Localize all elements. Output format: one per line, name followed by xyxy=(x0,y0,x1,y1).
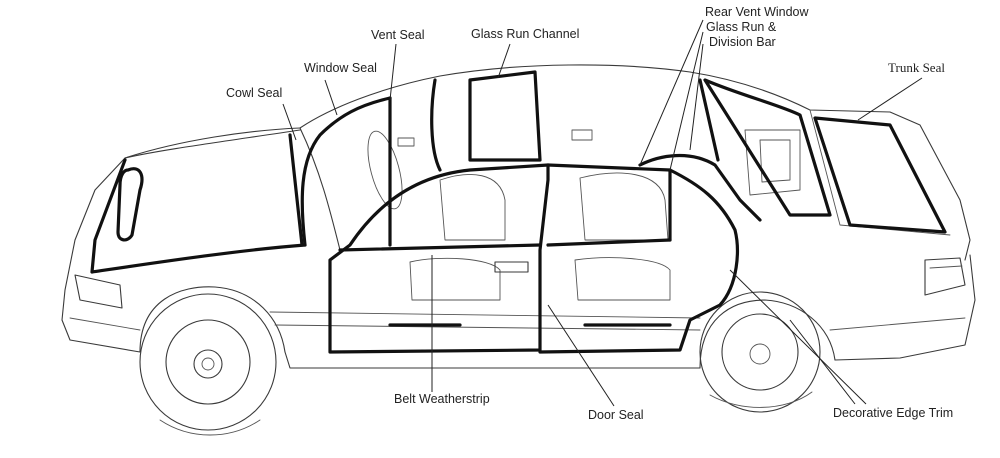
window-seal-line xyxy=(300,96,392,247)
rear-door-frame xyxy=(538,163,739,354)
division-bar-line xyxy=(638,154,762,222)
label-window-seal: Window Seal xyxy=(304,61,377,75)
label-door-seal: Door Seal xyxy=(588,408,644,422)
rear-window-seal xyxy=(703,78,832,217)
car-body xyxy=(61,64,976,369)
glass-run-channel-line xyxy=(468,70,542,162)
label-belt-weatherstrip: Belt Weatherstrip xyxy=(394,392,490,406)
front-wheel xyxy=(139,293,277,436)
cowl-seal-line xyxy=(90,158,307,274)
front-door-frame xyxy=(328,163,550,354)
label-decorative-edge-trim: Decorative Edge Trim xyxy=(833,406,954,420)
label-glass-run-channel: Glass Run Channel xyxy=(471,27,580,41)
rear-wheel xyxy=(699,291,821,413)
trunk-seal-line xyxy=(813,116,947,234)
label-rear-vent-window: Rear Vent Window xyxy=(705,5,809,19)
seal-lines xyxy=(90,70,947,354)
leader-lines xyxy=(282,19,923,407)
label-glass-run-division-bar-line2: Division Bar xyxy=(709,35,776,49)
label-glass-run-division-bar-line1: Glass Run & xyxy=(706,20,777,34)
label-vent-seal: Vent Seal xyxy=(371,28,425,42)
label-cowl-seal: Cowl Seal xyxy=(226,86,283,100)
label-trunk-seal: Trunk Seal xyxy=(888,60,945,75)
